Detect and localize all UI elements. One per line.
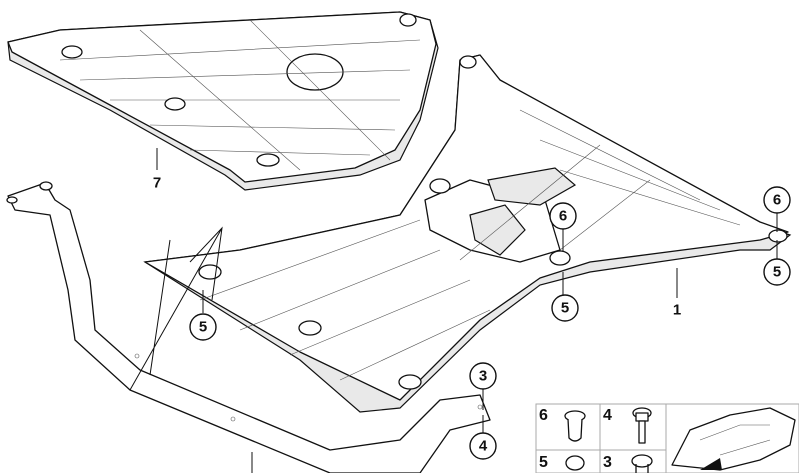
callout-5-right: 5 [763, 258, 791, 286]
legend-label-4: 4 [603, 407, 612, 424]
svg-text:5: 5 [561, 300, 569, 317]
nut-icon [565, 455, 585, 471]
car-location-icon [671, 407, 796, 471]
svg-text:4: 4 [479, 438, 488, 455]
cross-member [6, 181, 491, 473]
callout-4: 4 [469, 432, 497, 460]
svg-text:5: 5 [773, 264, 781, 281]
part-label-1: 1 [673, 302, 681, 319]
underbody-shield-1 [143, 54, 792, 413]
legend-label-5: 5 [539, 454, 548, 471]
fastener-legend: 6 4 5 3 [535, 403, 799, 473]
bolt-icon [632, 407, 652, 444]
callout-5-left: 5 [189, 313, 217, 341]
legend-label-6: 6 [539, 407, 548, 424]
expanding-nut-icon [564, 410, 586, 442]
callout-6-center: 6 [549, 202, 577, 230]
spacer-icon [631, 454, 653, 473]
svg-text:6: 6 [559, 208, 567, 225]
callout-6-right: 6 [763, 186, 791, 214]
legend-label-3: 3 [603, 454, 612, 471]
leader-lines [129, 213, 778, 473]
callout-3: 3 [469, 362, 497, 390]
callout-5-center: 5 [551, 294, 579, 322]
svg-text:3: 3 [479, 368, 487, 385]
svg-text:5: 5 [199, 319, 207, 336]
underbody-shield-7 [7, 11, 439, 191]
part-label-7: 7 [153, 175, 161, 192]
svg-text:6: 6 [773, 192, 781, 209]
